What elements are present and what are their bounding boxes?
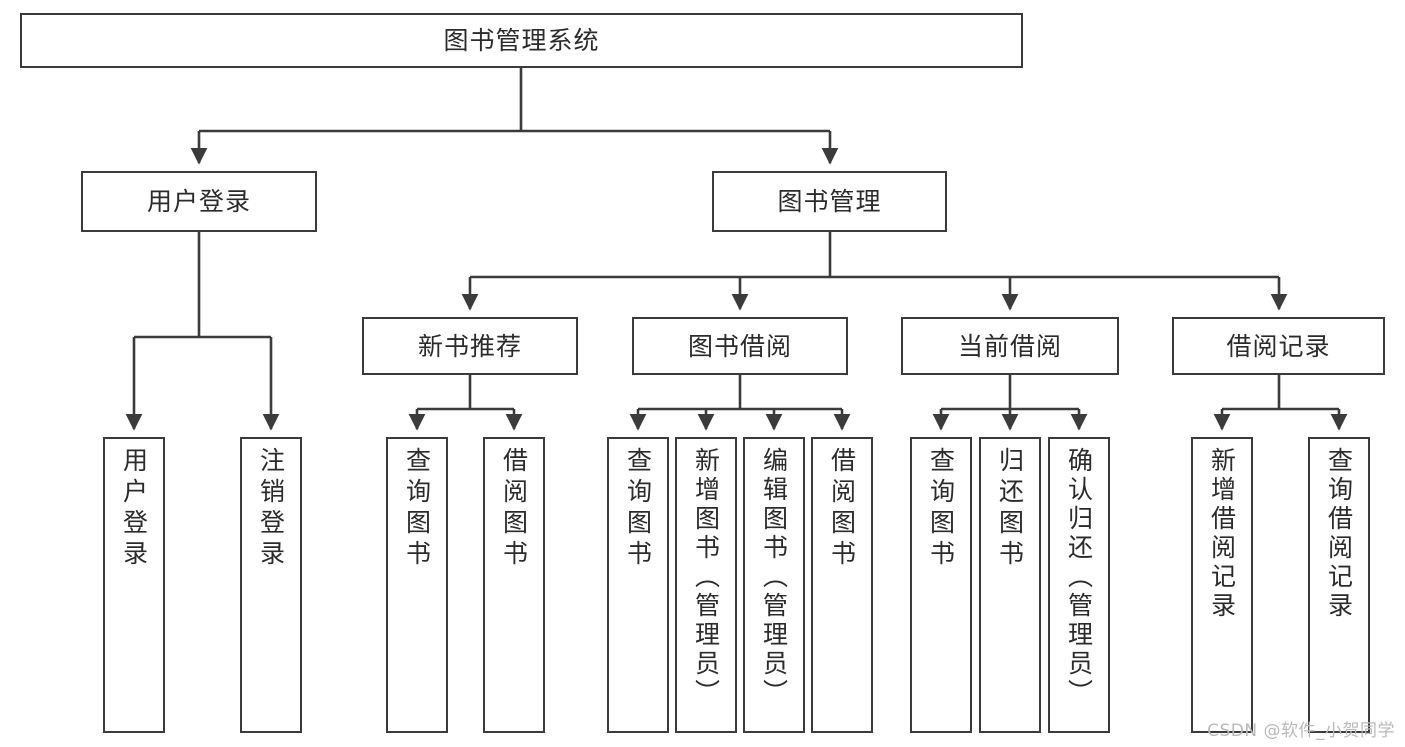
leaf-borrow-query-book[interactable]: 查询图书 xyxy=(607,437,669,733)
leaf-borrow-add-book-admin[interactable]: 新增图书（管理员） xyxy=(675,437,737,733)
watermark-csdn: CSDN @软件_小贺同学 xyxy=(1207,721,1395,741)
leaf-label: 查询图书 xyxy=(926,447,956,571)
leaf-record-query-borrow-record[interactable]: 查询借阅记录 xyxy=(1308,437,1370,733)
leaf-label: 归还图书 xyxy=(995,447,1025,571)
leaf-label: 注销登录 xyxy=(256,447,286,571)
node-book-management[interactable]: 图书管理 xyxy=(712,171,947,232)
leaf-borrow-borrow-book[interactable]: 借阅图书 xyxy=(811,437,873,733)
node-book-borrow[interactable]: 图书借阅 xyxy=(632,317,848,375)
leaf-current-query-book[interactable]: 查询图书 xyxy=(910,437,972,733)
node-new-book-recommend[interactable]: 新书推荐 xyxy=(362,317,578,375)
leaf-borrow-edit-book-admin[interactable]: 编辑图书（管理员） xyxy=(743,437,805,733)
leaf-new-book-borrow[interactable]: 借阅图书 xyxy=(483,437,545,733)
leaf-label: 新增图书（管理员） xyxy=(691,447,721,708)
leaf-label: 确认归还（管理员） xyxy=(1064,447,1094,708)
leaf-label: 新增借阅记录 xyxy=(1207,447,1237,621)
leaf-label: 编辑图书（管理员） xyxy=(759,447,789,708)
leaf-label: 借阅图书 xyxy=(827,447,857,571)
leaf-new-book-query[interactable]: 查询图书 xyxy=(386,437,448,733)
leaf-label: 查询图书 xyxy=(623,447,653,571)
leaf-label: 查询图书 xyxy=(402,447,432,571)
leaf-label: 借阅图书 xyxy=(499,447,529,571)
leaf-label: 用户登录 xyxy=(119,447,149,571)
node-borrow-record[interactable]: 借阅记录 xyxy=(1172,317,1385,375)
leaf-record-add-borrow-record[interactable]: 新增借阅记录 xyxy=(1191,437,1253,733)
leaf-current-return-book[interactable]: 归还图书 xyxy=(979,437,1041,733)
leaf-label: 查询借阅记录 xyxy=(1324,447,1354,621)
leaf-current-confirm-return-admin[interactable]: 确认归还（管理员） xyxy=(1048,437,1110,733)
node-user-login[interactable]: 用户登录 xyxy=(81,171,317,232)
node-current-borrow[interactable]: 当前借阅 xyxy=(901,317,1119,375)
leaf-user-login-signout[interactable]: 注销登录 xyxy=(240,437,302,733)
leaf-user-login-signin[interactable]: 用户登录 xyxy=(103,437,165,733)
node-root-system[interactable]: 图书管理系统 xyxy=(20,13,1023,68)
